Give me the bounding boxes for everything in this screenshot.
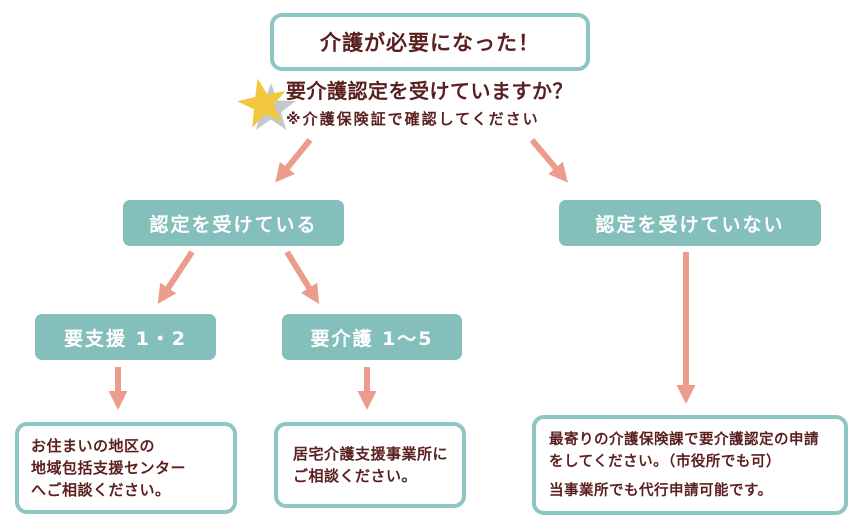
arrow-question-to-certified <box>275 138 313 183</box>
title-text: 介護が必要になった！ <box>320 31 540 55</box>
node-not-certified: 認定を受けていない <box>559 200 821 246</box>
outcome-care-box: 居宅介護支援事業所に ご相談ください。 <box>274 422 466 508</box>
node-not-certified-label: 認定を受けていない <box>595 213 785 236</box>
arrow-question-to-notcertified <box>529 138 568 183</box>
outcome-apply-line2: をしてください。（市役所でも可） <box>549 453 781 470</box>
node-support-level: 要支援 1・2 <box>35 314 216 360</box>
outcome-support-line1: お住まいの地区の <box>31 437 156 455</box>
outcome-support-line2: 地域包括支援センター <box>31 459 187 477</box>
outcome-support-box: お住まいの地区の 地域包括支援センター へご相談ください。 <box>15 422 237 514</box>
node-care-level-label: 要介護 1〜5 <box>310 327 434 350</box>
outcome-apply-line3: 当事業所でも代行申請可能です。 <box>549 482 773 499</box>
node-certified-label: 認定を受けている <box>149 213 318 236</box>
star-gold <box>237 78 286 128</box>
outcome-care-line1: 居宅介護支援事業所に <box>293 445 449 463</box>
node-certified: 認定を受けている <box>123 200 344 246</box>
question-line1: 要介護認定を受けていますか？ <box>286 79 573 103</box>
question-note: ※介護保険証で確認してください <box>286 110 540 128</box>
star-icon <box>233 74 296 132</box>
outcome-apply-line1: 最寄りの介護保険課で要介護認定の申請 <box>549 431 819 448</box>
outcome-support-line3: へご相談ください。 <box>31 481 171 499</box>
node-support-level-label: 要支援 1・2 <box>63 327 188 350</box>
question-block: 要介護認定を受けていますか？ ※介護保険証で確認してください <box>286 78 586 130</box>
node-care-level: 要介護 1〜5 <box>282 314 462 360</box>
outcome-care-line2: ご相談ください。 <box>293 467 418 485</box>
arrow-certified-to-care <box>284 250 320 305</box>
title-box: 介護が必要になった！ <box>270 13 590 71</box>
arrow-certified-to-support <box>157 250 195 305</box>
outcome-apply-box: 最寄りの介護保険課で要介護認定の申請 をしてください。（市役所でも可） 当事業所… <box>532 415 848 515</box>
